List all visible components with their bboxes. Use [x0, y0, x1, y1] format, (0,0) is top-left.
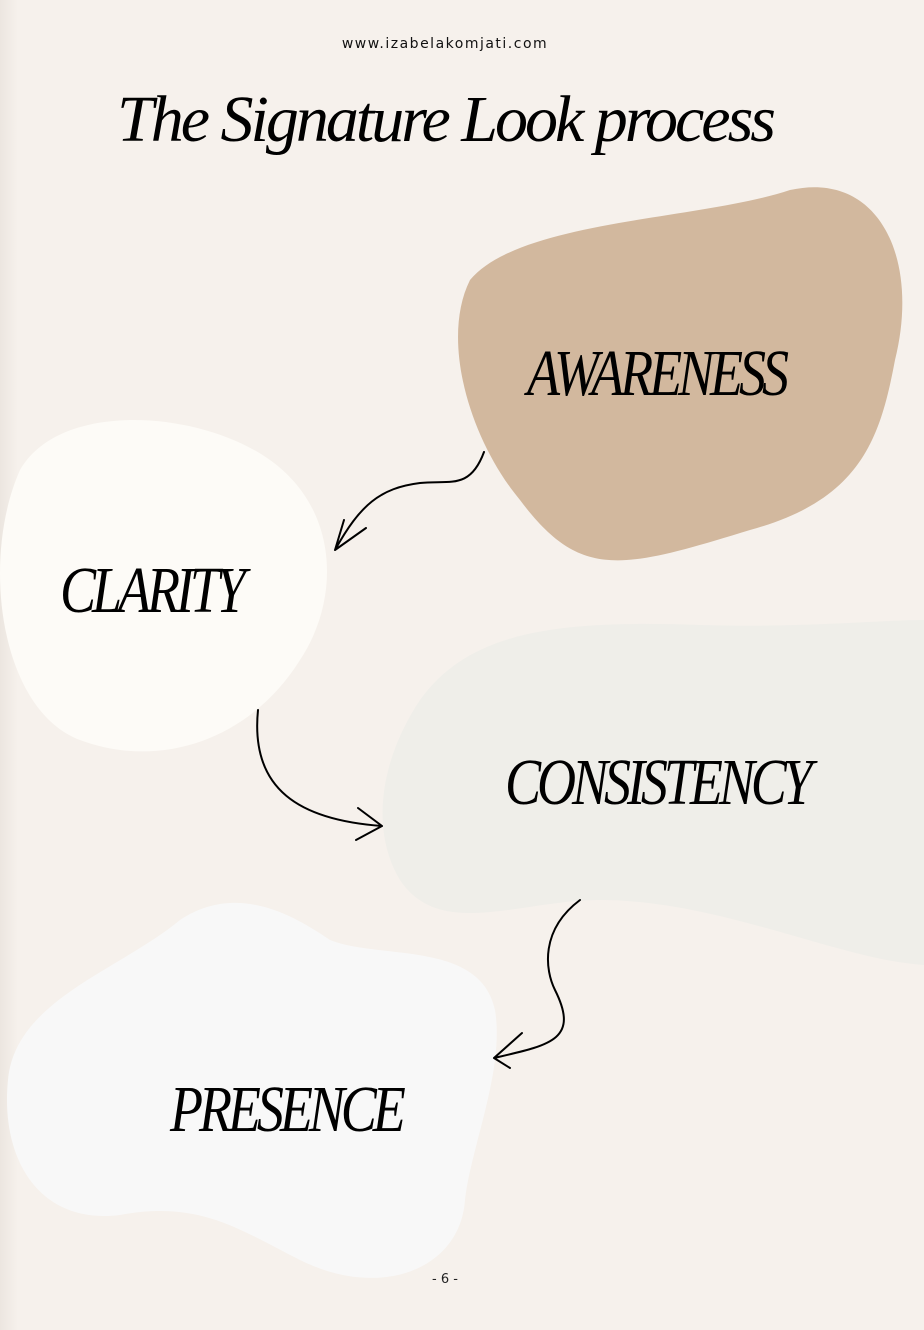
arrow-awareness-to-clarity — [334, 451, 485, 551]
website-url: www.izabelakomjati.com — [341, 36, 549, 52]
presence-blob — [6, 902, 497, 1278]
step-clarity: CLARITY — [60, 554, 246, 627]
arrow-consistency-to-presence — [493, 899, 581, 1069]
step-presence: PRESENCE — [170, 1073, 406, 1146]
consistency-blob — [382, 620, 924, 965]
awareness-blob — [458, 187, 903, 561]
clarity-blob — [0, 420, 328, 752]
page-title: The Signature Look process — [117, 83, 776, 156]
step-consistency: CONSISTENCY — [505, 746, 813, 819]
arrow-clarity-to-consistency — [256, 709, 383, 841]
step-awareness: AWARENESS — [527, 337, 789, 410]
page-edge-shadow — [0, 0, 18, 1330]
page-number: - 6 - — [432, 1272, 458, 1287]
